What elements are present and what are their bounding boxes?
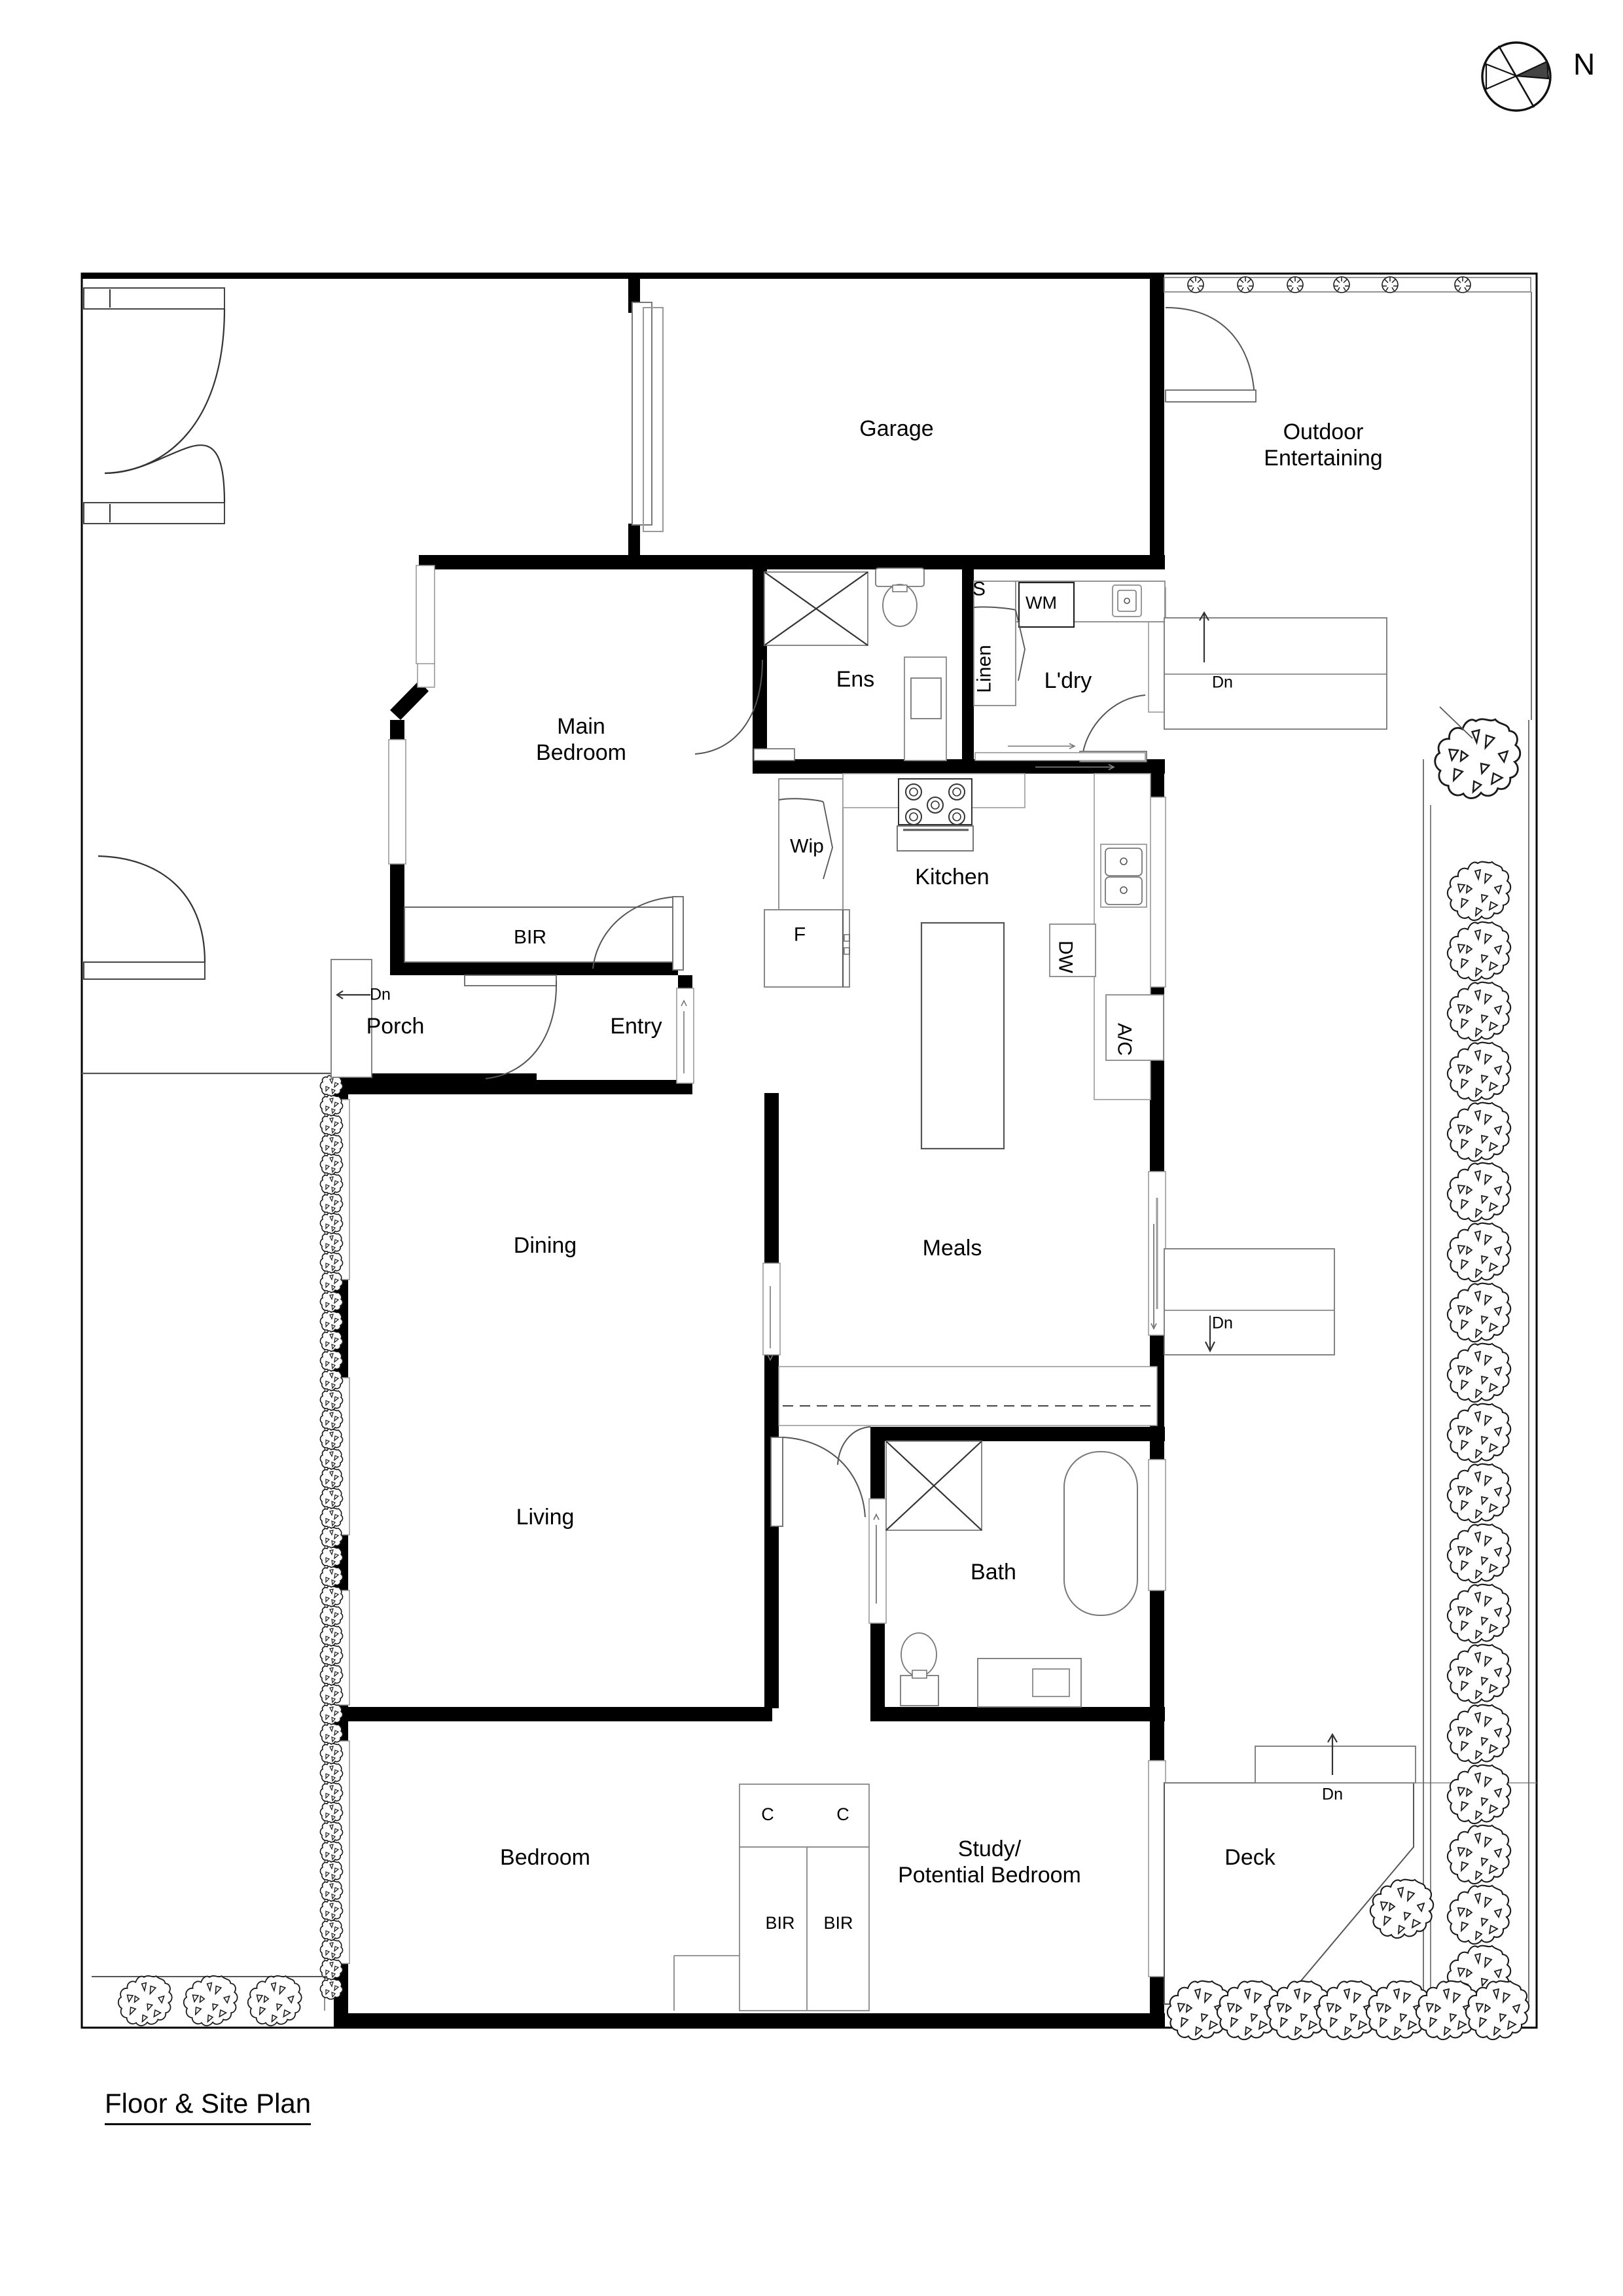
main-bedroom-door: [592, 896, 684, 971]
front-door: [464, 975, 558, 1079]
step-markers: [330, 611, 1387, 1775]
windows: [332, 565, 1166, 1977]
outdoor-door-swing: [1165, 307, 1257, 403]
garage-door: [632, 302, 664, 532]
main-bedroom-bir: [404, 906, 679, 963]
north-compass: [1481, 41, 1552, 112]
landscaping-left-hedge: [319, 1075, 344, 2011]
laundry-fixtures: [973, 581, 1166, 762]
living-meals-door: [770, 1437, 866, 1527]
ensuite-fixtures: [694, 567, 947, 761]
house-walls: [82, 274, 1165, 2028]
bath-fixtures: [837, 1426, 1138, 1708]
outdoor-entertaining-fence: [1164, 276, 1532, 720]
driveway-gate: [83, 287, 226, 524]
meals-bench: [778, 1366, 1158, 1426]
kitchen-fixtures: [764, 764, 1164, 1150]
bedroom-robes: [673, 1784, 870, 2011]
landscaping-bottom-left: [92, 1975, 327, 2026]
side-gate: [83, 855, 206, 980]
deck-area: [1164, 1746, 1537, 2005]
landscaping-right: [1423, 706, 1529, 2005]
page-title: Floor & Site Plan: [105, 2088, 312, 2125]
